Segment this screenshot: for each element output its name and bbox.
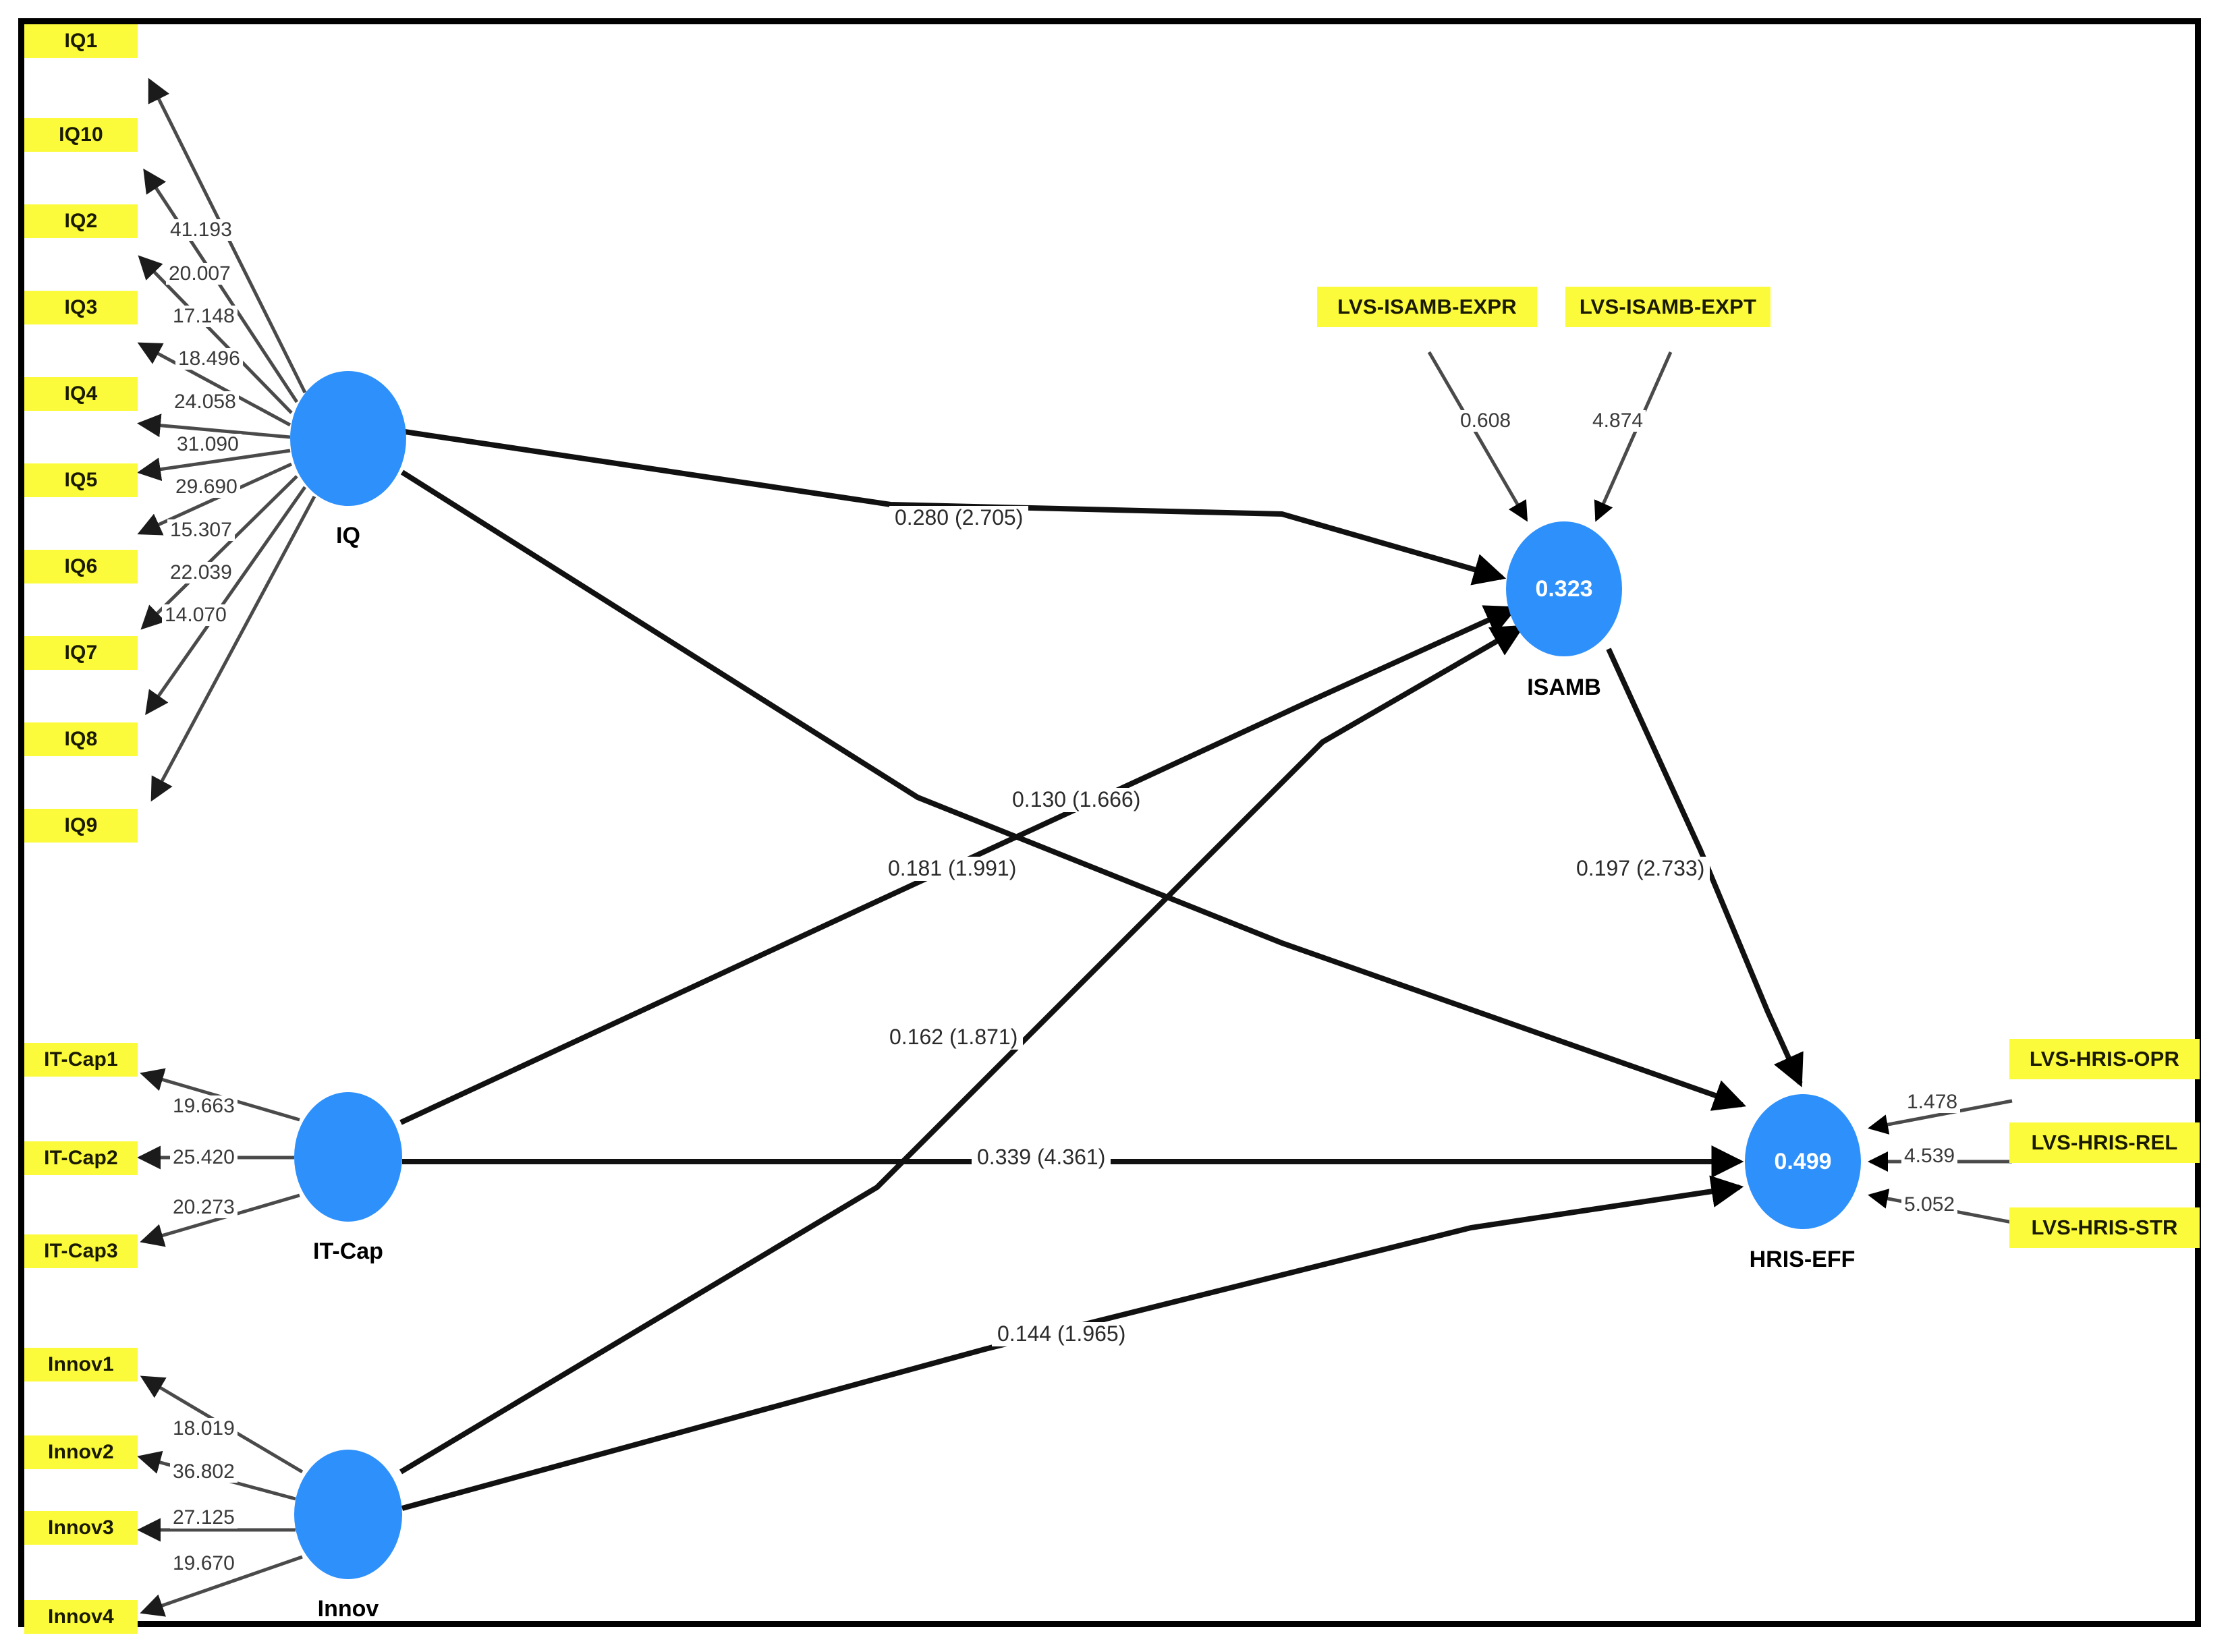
indicator-box-iq2[interactable]: IQ2 bbox=[24, 204, 138, 238]
loading-label-iq6: 29.690 bbox=[173, 476, 240, 498]
loading-label-iq1: 41.193 bbox=[167, 219, 235, 241]
construct-r2-hris-eff: 0.499 bbox=[1774, 1148, 1832, 1174]
loading-label-iq4: 24.058 bbox=[171, 391, 239, 413]
path-label-it-cap-to-isamb: 0.181 (1.991) bbox=[883, 857, 1022, 881]
path-label-iq-to-isamb: 0.280 (2.705) bbox=[889, 506, 1029, 530]
indicator-box-innov1[interactable]: Innov1 bbox=[24, 1348, 138, 1382]
loading-label-lvs-hris-rel: 4.539 bbox=[1901, 1145, 1958, 1167]
indicator-box-lvs-isamb-expt[interactable]: LVS-ISAMB-EXPT bbox=[1565, 287, 1771, 327]
indicator-box-iq4[interactable]: IQ4 bbox=[24, 377, 138, 411]
indicator-box-it-cap2[interactable]: IT-Cap2 bbox=[24, 1141, 138, 1175]
indicator-box-lvs-hris-opr[interactable]: LVS-HRIS-OPR bbox=[2009, 1039, 2200, 1079]
construct-r2-isamb: 0.323 bbox=[1535, 575, 1593, 602]
indicator-box-iq5[interactable]: IQ5 bbox=[24, 463, 138, 497]
loading-label-innov2: 36.802 bbox=[170, 1461, 238, 1483]
loading-label-it-cap3: 20.273 bbox=[170, 1197, 238, 1218]
path-label-iq-to-hris-eff: 0.130 (1.666) bbox=[1007, 788, 1146, 812]
indicator-box-iq10[interactable]: IQ10 bbox=[24, 118, 138, 152]
construct-label-it-cap: IT-Cap bbox=[313, 1238, 383, 1264]
indicator-box-iq8[interactable]: IQ8 bbox=[24, 722, 138, 756]
construct-label-innov: Innov bbox=[317, 1596, 379, 1622]
construct-node-innov[interactable] bbox=[294, 1450, 402, 1579]
indicator-box-iq1[interactable]: IQ1 bbox=[24, 24, 138, 58]
loading-label-iq5: 31.090 bbox=[174, 434, 242, 455]
indicator-box-innov4[interactable]: Innov4 bbox=[24, 1600, 138, 1634]
construct-label-hris-eff: HRIS-EFF bbox=[1749, 1247, 1856, 1272]
indicator-box-iq9[interactable]: IQ9 bbox=[24, 809, 138, 843]
loading-label-iq3: 18.496 bbox=[175, 348, 243, 370]
construct-node-hris-eff[interactable]: 0.499 bbox=[1745, 1094, 1861, 1229]
construct-node-isamb[interactable]: 0.323 bbox=[1506, 521, 1622, 656]
loading-label-innov4: 19.670 bbox=[170, 1553, 238, 1574]
loading-label-lvs-hris-str: 5.052 bbox=[1901, 1194, 1958, 1216]
loading-label-lvs-isamb-expr: 0.608 bbox=[1457, 410, 1514, 432]
loading-label-it-cap2: 25.420 bbox=[170, 1147, 238, 1168]
indicator-box-lvs-hris-str[interactable]: LVS-HRIS-STR bbox=[2009, 1207, 2200, 1248]
loading-label-iq7: 15.307 bbox=[167, 519, 235, 541]
construct-node-it-cap[interactable] bbox=[294, 1092, 402, 1222]
loading-label-iq10: 20.007 bbox=[166, 263, 233, 285]
indicator-box-lvs-isamb-expr[interactable]: LVS-ISAMB-EXPR bbox=[1317, 287, 1537, 327]
indicator-box-innov3[interactable]: Innov3 bbox=[24, 1511, 138, 1545]
loading-label-it-cap1: 19.663 bbox=[170, 1095, 238, 1117]
path-label-it-cap-to-hris-eff: 0.339 (4.361) bbox=[972, 1145, 1111, 1170]
indicator-box-lvs-hris-rel[interactable]: LVS-HRIS-REL bbox=[2009, 1122, 2200, 1163]
loading-label-lvs-hris-opr: 1.478 bbox=[1904, 1091, 1961, 1113]
indicator-box-iq3[interactable]: IQ3 bbox=[24, 291, 138, 324]
indicator-box-innov2[interactable]: Innov2 bbox=[24, 1435, 138, 1469]
loading-label-innov3: 27.125 bbox=[170, 1507, 238, 1529]
construct-label-isamb: ISAMB bbox=[1527, 675, 1601, 700]
loading-label-iq8: 22.039 bbox=[167, 562, 235, 583]
construct-node-iq[interactable] bbox=[290, 371, 406, 506]
path-label-innov-to-hris-eff: 0.144 (1.965) bbox=[992, 1322, 1132, 1346]
indicator-box-it-cap3[interactable]: IT-Cap3 bbox=[24, 1234, 138, 1268]
diagram-border-frame bbox=[18, 18, 2201, 1627]
loading-label-lvs-isamb-expt: 4.874 bbox=[1590, 410, 1646, 432]
loading-label-iq9: 14.070 bbox=[162, 604, 229, 626]
path-label-isamb-to-hris-eff: 0.197 (2.733) bbox=[1571, 857, 1710, 881]
loading-label-innov1: 18.019 bbox=[170, 1418, 238, 1440]
loading-label-iq2: 17.148 bbox=[170, 306, 238, 327]
indicator-box-iq6[interactable]: IQ6 bbox=[24, 550, 138, 583]
path-label-innov-to-isamb: 0.162 (1.871) bbox=[884, 1025, 1024, 1050]
indicator-box-iq7[interactable]: IQ7 bbox=[24, 636, 138, 670]
construct-label-iq: IQ bbox=[336, 523, 360, 548]
indicator-box-it-cap1[interactable]: IT-Cap1 bbox=[24, 1043, 138, 1077]
